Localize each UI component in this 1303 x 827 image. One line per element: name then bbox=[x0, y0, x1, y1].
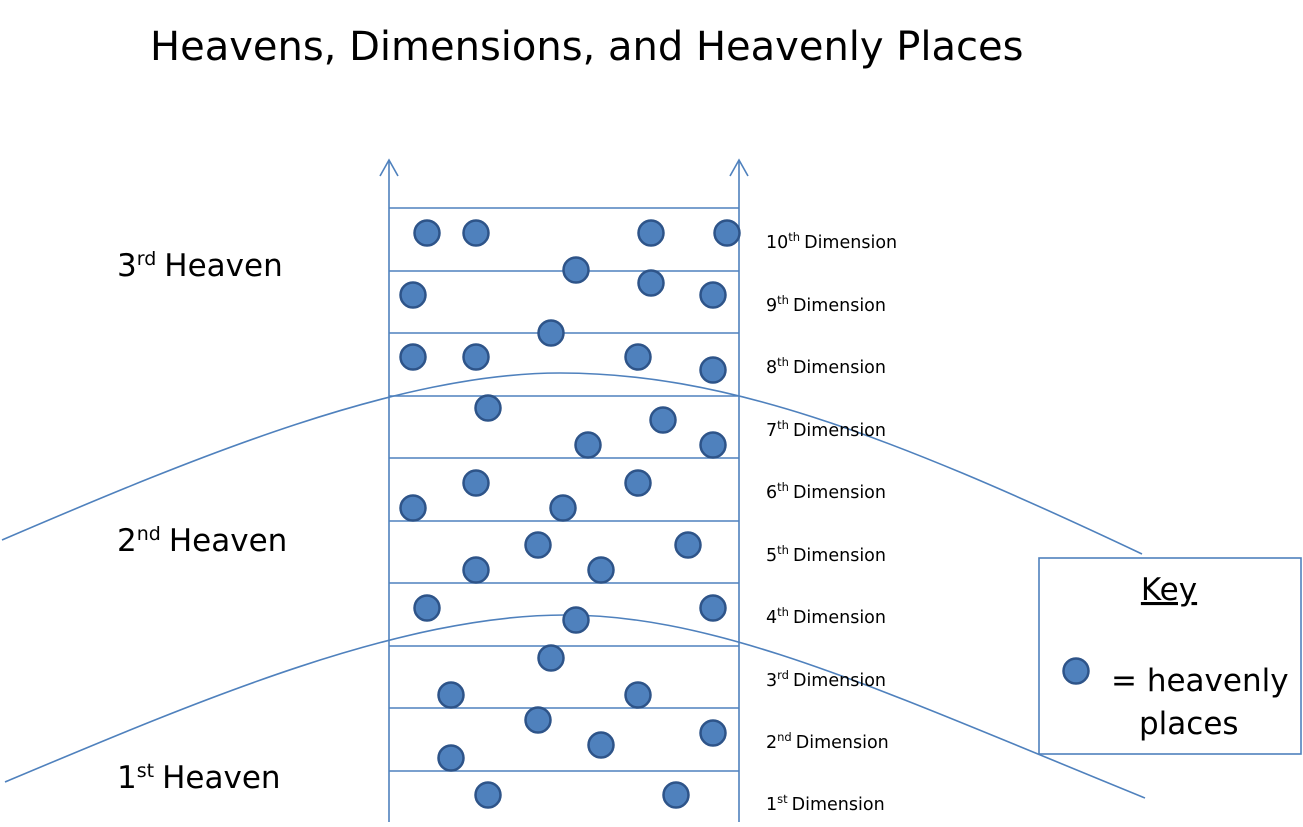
key-dot-icon bbox=[1062, 657, 1090, 685]
heavenly-place-dot bbox=[562, 256, 590, 284]
heavenly-place-dot bbox=[649, 406, 677, 434]
heavenly-place-dot bbox=[474, 394, 502, 422]
heavenly-place-dot bbox=[699, 356, 727, 384]
heavenly-place-dot bbox=[437, 744, 465, 772]
heavenly-place-dot bbox=[562, 606, 590, 634]
key-legend: Key = heavenly places bbox=[1038, 557, 1302, 755]
heavenly-place-dot bbox=[524, 531, 552, 559]
heavenly-place-dot bbox=[462, 343, 490, 371]
heavenly-place-dot bbox=[637, 269, 665, 297]
heavenly-place-dot bbox=[437, 681, 465, 709]
heavenly-place-dot bbox=[399, 494, 427, 522]
key-title: Key bbox=[1141, 572, 1197, 608]
heavenly-place-dot bbox=[413, 219, 441, 247]
heavenly-place-dot bbox=[413, 594, 441, 622]
heavenly-place-dot bbox=[537, 644, 565, 672]
heavenly-places bbox=[399, 219, 741, 809]
diagram-title: Heavens, Dimensions, and Heavenly Places bbox=[150, 24, 1023, 70]
heavenly-place-dot bbox=[587, 556, 615, 584]
heavenly-place-dot bbox=[462, 556, 490, 584]
heavenly-place-dot bbox=[624, 343, 652, 371]
heaven-boundary-upper bbox=[1, 372, 1143, 555]
heavenly-place-dot bbox=[399, 281, 427, 309]
key-box bbox=[1038, 557, 1302, 755]
heavenly-place-dot bbox=[537, 319, 565, 347]
key-description-line1: = heavenly bbox=[1111, 663, 1289, 699]
heavenly-place-dot bbox=[662, 781, 690, 809]
heavenly-place-dot bbox=[624, 469, 652, 497]
heavenly-place-dot bbox=[713, 219, 741, 247]
heavenly-place-dot bbox=[399, 343, 427, 371]
heavenly-place-dot bbox=[699, 594, 727, 622]
heavenly-place-dot bbox=[474, 781, 502, 809]
heavenly-place-dot bbox=[574, 431, 602, 459]
heavenly-place-dot bbox=[462, 469, 490, 497]
heavenly-place-dot bbox=[637, 219, 665, 247]
heavenly-place-dot bbox=[699, 431, 727, 459]
heavenly-place-dot bbox=[699, 281, 727, 309]
heavenly-place-dot bbox=[462, 219, 490, 247]
arrow-up-icon bbox=[379, 158, 399, 177]
heavenly-place-dot bbox=[699, 719, 727, 747]
heavenly-place-dot bbox=[624, 681, 652, 709]
heavenly-place-dot bbox=[587, 731, 615, 759]
heavenly-place-dot bbox=[524, 706, 552, 734]
heavenly-place-dot bbox=[549, 494, 577, 522]
arrow-up-icon bbox=[729, 158, 749, 177]
key-description-line2: places bbox=[1139, 706, 1239, 742]
dimension-ladder bbox=[379, 158, 749, 822]
heavenly-place-dot bbox=[674, 531, 702, 559]
